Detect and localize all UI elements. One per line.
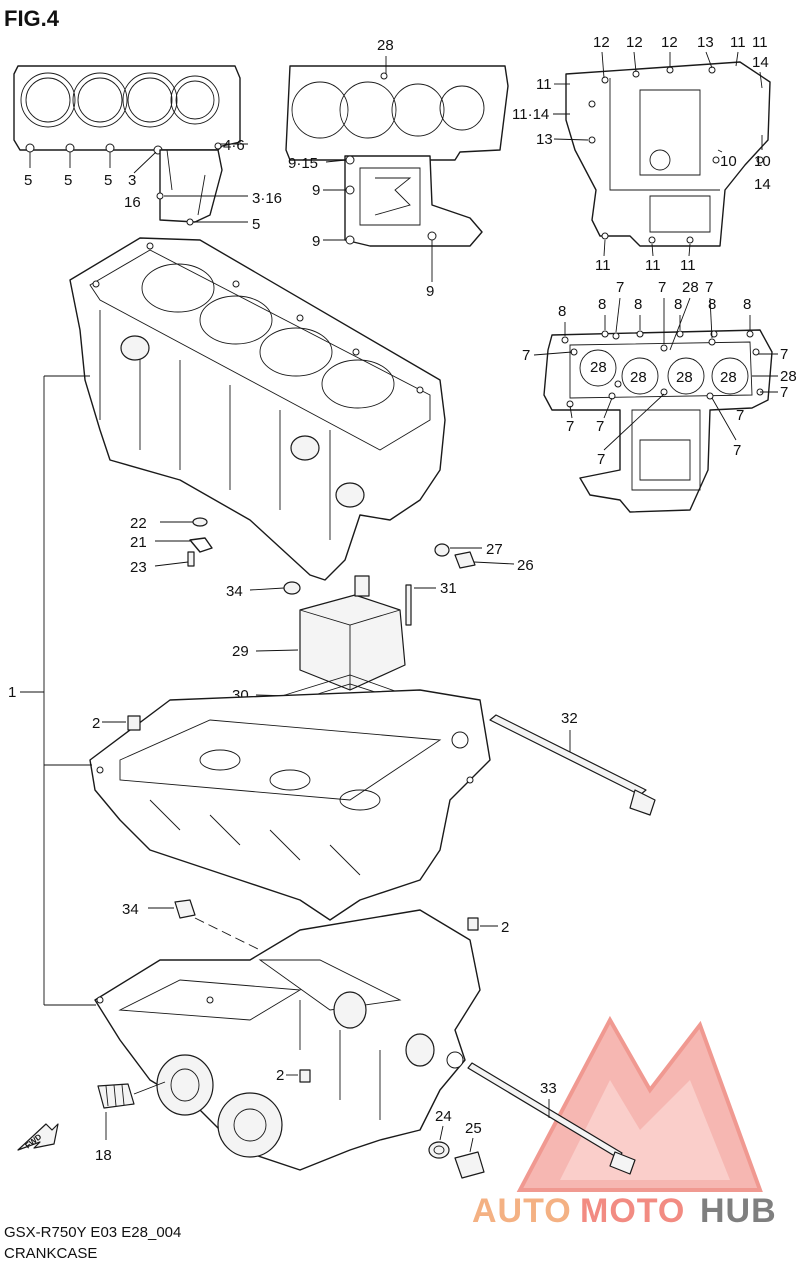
small-parts-21-23: 22 21 23 bbox=[130, 515, 213, 576]
callout-7: 7 bbox=[658, 279, 666, 296]
callout-3: 3 bbox=[128, 172, 136, 189]
callout-11: 11 bbox=[752, 34, 768, 51]
diagram-name: CRANKCASE bbox=[4, 1245, 97, 1262]
callouts-top-left: 4·6 5 5 5 3 16 3·16 5 bbox=[24, 137, 282, 233]
lower-crankcase bbox=[94, 909, 481, 1171]
callout-9-15: 9·15 bbox=[288, 155, 318, 172]
callout-11: 11 bbox=[730, 34, 746, 51]
watermark-moto: MOTO bbox=[580, 1192, 685, 1230]
figure-title: FIG.4 bbox=[4, 6, 60, 31]
parts-24-25-33: 33 24 25 bbox=[428, 1062, 636, 1179]
model-code: GSX-R750Y E03 E28_004 bbox=[4, 1224, 181, 1241]
upper-crankcase bbox=[69, 237, 446, 581]
callout-22: 22 bbox=[130, 515, 147, 532]
callout-28: 28 bbox=[377, 37, 394, 54]
callout-12: 12 bbox=[593, 34, 610, 51]
callout-34: 34 bbox=[122, 901, 139, 918]
callout-7: 7 bbox=[522, 347, 530, 364]
callout-2: 2 bbox=[276, 1067, 284, 1084]
callout-28: 28 bbox=[676, 369, 693, 386]
callout-7: 7 bbox=[780, 346, 788, 363]
callout-27: 27 bbox=[486, 541, 503, 558]
callout-4-6: 4·6 bbox=[223, 137, 245, 154]
callout-12: 12 bbox=[626, 34, 643, 51]
callout-29: 29 bbox=[232, 643, 249, 660]
callouts-middle: 2 32 bbox=[92, 710, 578, 752]
upper-case-bottom-view bbox=[285, 65, 509, 247]
callouts-top-middle: 28 9·15 9 9 9 bbox=[288, 37, 434, 300]
callout-24: 24 bbox=[435, 1108, 452, 1125]
long-bolt-32 bbox=[489, 714, 656, 816]
callout-3-16: 3·16 bbox=[252, 190, 282, 207]
callout-8: 8 bbox=[674, 296, 682, 313]
callout-9: 9 bbox=[312, 233, 320, 250]
middle-crankcase bbox=[89, 689, 491, 921]
fwd-direction-icon: FWD bbox=[17, 1123, 59, 1151]
crankcase-side-view-top bbox=[565, 61, 771, 247]
crankcase-bolt-layout bbox=[543, 329, 773, 513]
callout-11: 11 bbox=[595, 257, 611, 274]
callout-28: 28 bbox=[720, 369, 737, 386]
callouts-bolt-layout: 8 8 7 8 7 8 28 7 8 8 7 28 28 28 28 7 28 … bbox=[522, 279, 797, 468]
callout-5: 5 bbox=[24, 172, 32, 189]
callout-11: 11 bbox=[680, 257, 696, 274]
callouts-top-right: 12 12 12 13 11 11 14 11 11·14 13 10 10 1… bbox=[512, 34, 771, 274]
callout-28: 28 bbox=[780, 368, 797, 385]
parts-26-27: 27 26 bbox=[434, 541, 534, 574]
callout-21: 21 bbox=[130, 534, 147, 551]
callout-8: 8 bbox=[634, 296, 642, 313]
callout-33: 33 bbox=[540, 1080, 557, 1097]
callout-8: 8 bbox=[743, 296, 751, 313]
callout-10: 10 bbox=[720, 153, 737, 170]
callout-7: 7 bbox=[780, 384, 788, 401]
callout-7: 7 bbox=[736, 407, 744, 424]
callout-9: 9 bbox=[312, 182, 320, 199]
callout-23: 23 bbox=[130, 559, 147, 576]
callout-34: 34 bbox=[226, 583, 243, 600]
callout-28: 28 bbox=[590, 359, 607, 376]
callout-25: 25 bbox=[465, 1120, 482, 1137]
callout-14: 14 bbox=[752, 54, 769, 71]
callout-11: 11 bbox=[645, 257, 661, 274]
callout-1: 1 bbox=[8, 684, 16, 701]
part-1-bracket: 1 bbox=[8, 375, 96, 1006]
watermark-logo: AUTO MOTO HUB bbox=[472, 1015, 777, 1230]
callout-7: 7 bbox=[597, 451, 605, 468]
callout-2: 2 bbox=[92, 715, 100, 732]
callout-5: 5 bbox=[252, 216, 260, 233]
callout-2: 2 bbox=[501, 919, 509, 936]
callout-8: 8 bbox=[708, 296, 716, 313]
callout-11-14: 11·14 bbox=[512, 106, 549, 123]
callout-11: 11 bbox=[536, 76, 552, 93]
callout-26: 26 bbox=[517, 557, 534, 574]
callout-31: 31 bbox=[440, 580, 457, 597]
callout-16: 16 bbox=[124, 194, 141, 211]
callout-9: 9 bbox=[426, 283, 434, 300]
callout-5: 5 bbox=[104, 172, 112, 189]
watermark-auto: AUTO bbox=[472, 1192, 572, 1230]
plug-18: 18 bbox=[95, 1081, 166, 1164]
callout-32: 32 bbox=[561, 710, 578, 727]
callout-5: 5 bbox=[64, 172, 72, 189]
watermark-hub: HUB bbox=[700, 1192, 777, 1230]
callout-8: 8 bbox=[558, 303, 566, 320]
callout-7: 7 bbox=[596, 418, 604, 435]
callout-8: 8 bbox=[598, 296, 606, 313]
callout-14: 14 bbox=[754, 176, 771, 193]
callout-7: 7 bbox=[616, 279, 624, 296]
callout-13: 13 bbox=[536, 131, 553, 148]
callout-10: 10 bbox=[754, 153, 771, 170]
callout-28: 28 bbox=[682, 279, 699, 296]
callout-7: 7 bbox=[566, 418, 574, 435]
callout-18: 18 bbox=[95, 1147, 112, 1164]
callouts-lower: 2 bbox=[276, 1067, 298, 1084]
callout-13: 13 bbox=[697, 34, 714, 51]
callout-28: 28 bbox=[630, 369, 647, 386]
callout-12: 12 bbox=[661, 34, 678, 51]
callout-7: 7 bbox=[705, 279, 713, 296]
upper-case-top-view bbox=[13, 65, 241, 226]
callout-7: 7 bbox=[733, 442, 741, 459]
